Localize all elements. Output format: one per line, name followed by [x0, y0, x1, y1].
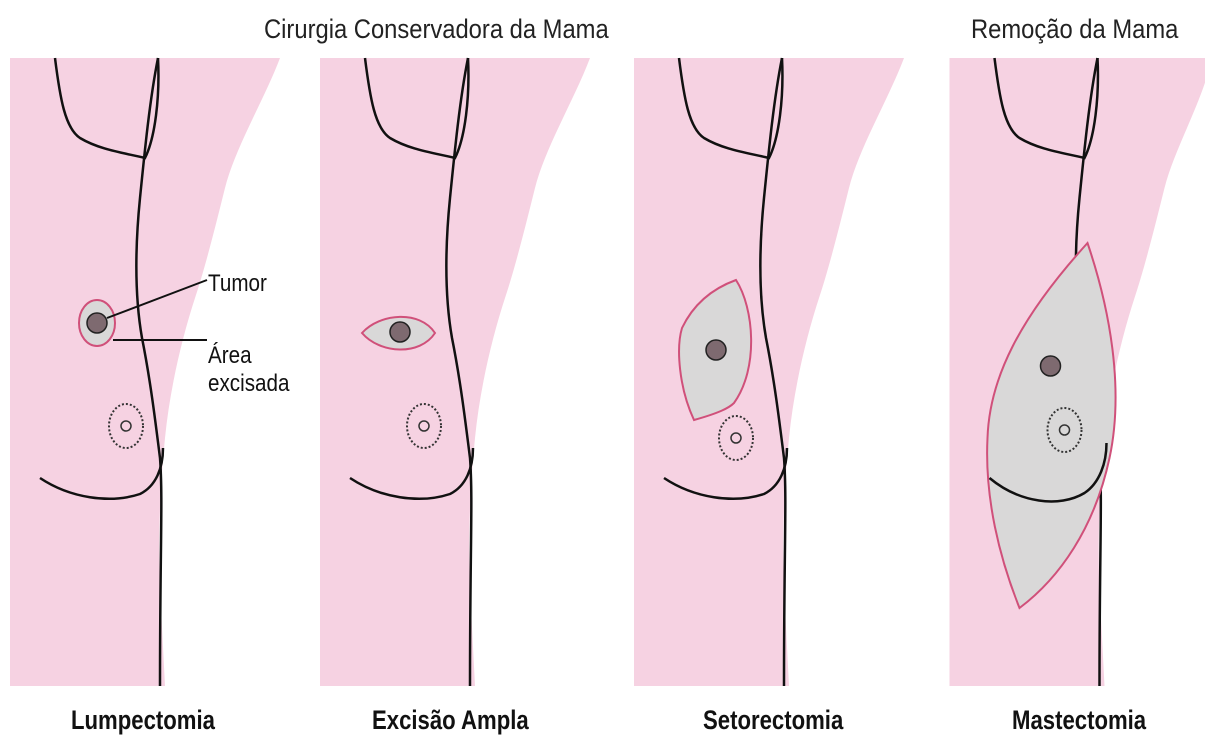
tumor: [390, 322, 410, 342]
panel-setorectomia: [634, 58, 915, 686]
header-breast-removal: Remoção da Mama: [971, 14, 1178, 45]
label-tumor: Tumor: [208, 270, 267, 298]
caption-lumpectomia: Lumpectomia: [71, 705, 215, 736]
panel-excisao-ampla: [320, 58, 601, 686]
caption-mastectomia: Mastectomia: [1012, 705, 1146, 736]
tumor: [1041, 356, 1061, 376]
caption-excisao-ampla: Excisão Ampla: [372, 705, 529, 736]
tumor: [706, 340, 726, 360]
caption-setorectomia: Setorectomia: [703, 705, 843, 736]
label-excised-area-line1: Área: [208, 342, 252, 370]
label-excised-area-line2: excisada: [208, 370, 289, 398]
panel-mastectomia: [941, 58, 1205, 686]
tumor: [87, 313, 107, 333]
header-conservative-surgery: Cirurgia Conservadora da Mama: [264, 14, 609, 45]
